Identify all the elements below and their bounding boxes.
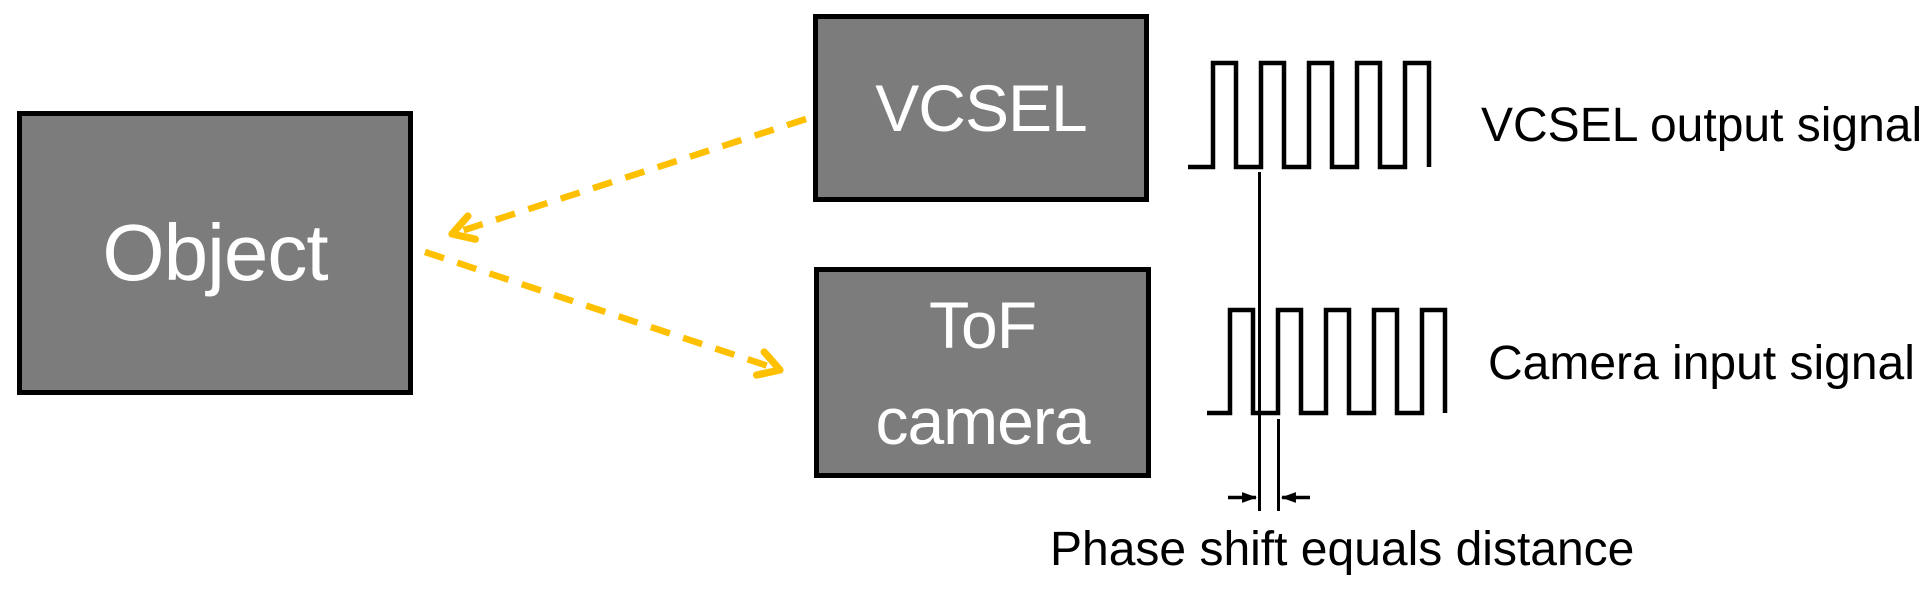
camera-input-waveform	[1207, 307, 1448, 416]
vcsel-to-object-arrow	[448, 115, 808, 243]
vcsel-box-label: VCSEL	[875, 71, 1087, 145]
tof-camera-box-label-line2: camera	[875, 383, 1090, 458]
tof-camera-box-label-line1: ToF	[928, 287, 1037, 362]
object-box: Object	[17, 111, 413, 395]
vcsel-output-waveform	[1188, 60, 1432, 170]
vcsel-box: VCSEL	[813, 14, 1149, 202]
vcsel-output-signal-label: VCSEL output signal	[1481, 99, 1923, 152]
object-to-tof-camera-arrow	[423, 248, 784, 379]
camera-input-signal-label: Camera input signal	[1488, 337, 1915, 390]
object-box-label: Object	[102, 208, 328, 297]
tof-camera-box: ToF camera	[814, 267, 1151, 478]
phase-shift-annotation-label: Phase shift equals distance	[1050, 523, 1635, 576]
